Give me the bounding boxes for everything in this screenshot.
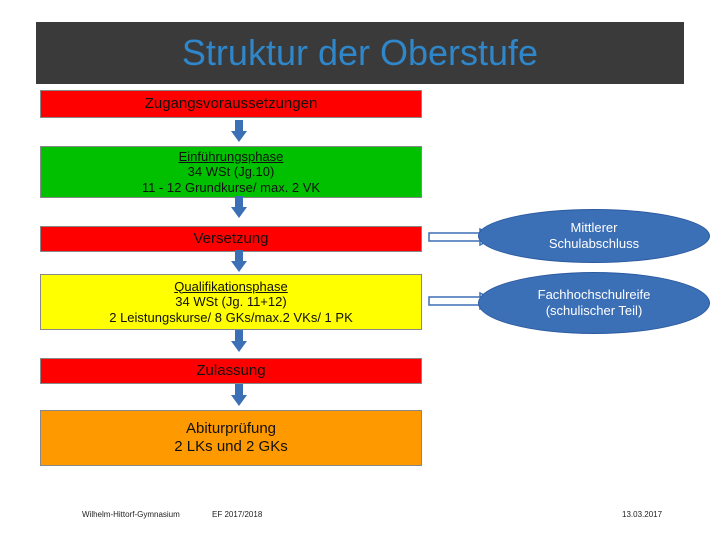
zulassung-box: Zulassung: [40, 358, 422, 384]
arrow-down-icon: [231, 250, 247, 272]
abitur-courses: 2 LKs und 2 GKs: [174, 438, 288, 455]
einfuehrung-courses: 11 - 12 Grundkurse/ max. 2 VK: [141, 179, 321, 195]
msa-line2: Schulabschluss: [548, 236, 640, 251]
mittlerer-schulabschluss-ellipse: Mittlerer Schulabschluss: [478, 209, 710, 263]
qualifikation-box: Qualifikationsphase 34 WSt (Jg. 11+12) 2…: [40, 274, 422, 330]
qualifikation-courses: 2 Leistungskurse/ 8 GKs/max.2 VKs/ 1 PK: [109, 309, 353, 325]
einfuehrung-box: Einführungsphase 34 WSt (Jg.10) 11 - 12 …: [40, 146, 422, 198]
footer-course: EF 2017/2018: [212, 510, 263, 519]
zugang-label: Zugangsvoraussetzungen: [144, 95, 318, 112]
footer-date: 13.03.2017: [622, 510, 663, 519]
arrow-down-icon: [231, 120, 247, 142]
qualifikation-title: Qualifikationsphase: [174, 278, 288, 294]
arrow-down-icon: [231, 196, 247, 218]
versetzung-box: Versetzung: [40, 226, 422, 252]
abitur-box: Abiturprüfung 2 LKs und 2 GKs: [40, 410, 422, 466]
arrow-down-icon: [231, 384, 247, 406]
fhr-line1: Fachhochschulreife: [537, 286, 651, 302]
versetzung-label: Versetzung: [193, 230, 269, 247]
fachhochschulreife-ellipse: Fachhochschulreife (schulischer Teil): [478, 272, 710, 334]
arrow-down-icon: [231, 330, 247, 352]
abitur-title: Abiturprüfung: [185, 420, 277, 437]
einfuehrung-hours: 34 WSt (Jg.10): [187, 164, 275, 180]
slide-title: Struktur der Oberstufe: [181, 32, 539, 73]
title-bar: Struktur der Oberstufe: [36, 22, 684, 84]
zulassung-label: Zulassung: [196, 362, 266, 379]
qualifikation-hours: 34 WSt (Jg. 11+12): [175, 294, 287, 310]
footer-school: Wilhelm-Hittorf-Gymnasium: [82, 510, 180, 519]
msa-line1: Mittlerer: [570, 219, 618, 235]
einfuehrung-title: Einführungsphase: [178, 148, 284, 164]
fhr-line2: (schulischer Teil): [545, 303, 643, 318]
zugang-box: Zugangsvoraussetzungen: [40, 90, 422, 118]
